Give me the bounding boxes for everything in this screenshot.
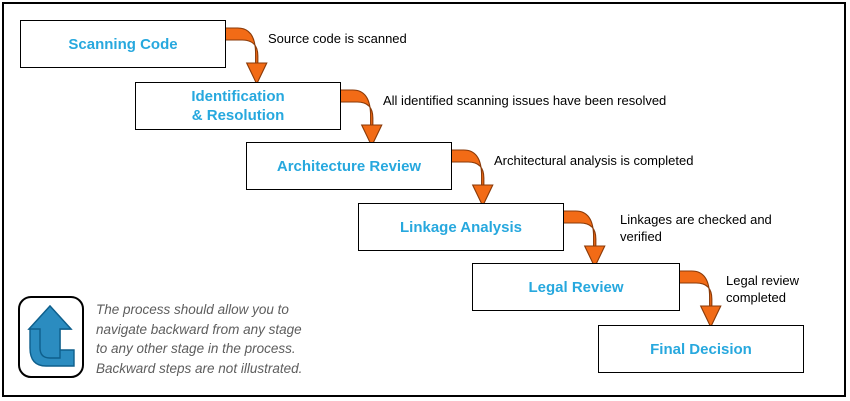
stage-label: Scanning Code bbox=[68, 35, 178, 53]
stage-box-legal-review[interactable]: Legal Review bbox=[472, 263, 680, 311]
stage-box-linkage-analysis[interactable]: Linkage Analysis bbox=[358, 203, 564, 251]
transition-label-4: Linkages are checked and verified bbox=[620, 212, 772, 244]
diagram-frame bbox=[2, 2, 846, 397]
stage-box-identification-resolution[interactable]: Identification & Resolution bbox=[135, 82, 341, 130]
transition-label-1: Source code is scanned bbox=[268, 31, 407, 46]
backward-navigation-note: The process should allow you to navigate… bbox=[96, 302, 303, 376]
stage-label: Identification & Resolution bbox=[191, 88, 285, 124]
transition-label-3: Architectural analysis is completed bbox=[494, 153, 694, 168]
stage-box-architecture-review[interactable]: Architecture Review bbox=[246, 142, 452, 190]
stage-label: Final Decision bbox=[650, 340, 752, 358]
stage-label: Linkage Analysis bbox=[400, 218, 522, 236]
backward-navigation-arrow-icon bbox=[18, 296, 84, 378]
transition-label-2: All identified scanning issues have been… bbox=[383, 93, 667, 108]
transition-label-5: Legal review completed bbox=[726, 273, 799, 305]
stage-label: Legal Review bbox=[528, 278, 624, 296]
stage-box-final-decision[interactable]: Final Decision bbox=[598, 325, 804, 373]
stage-label: Architecture Review bbox=[276, 157, 422, 175]
stage-box-scanning-code[interactable]: Scanning Code bbox=[20, 20, 226, 68]
